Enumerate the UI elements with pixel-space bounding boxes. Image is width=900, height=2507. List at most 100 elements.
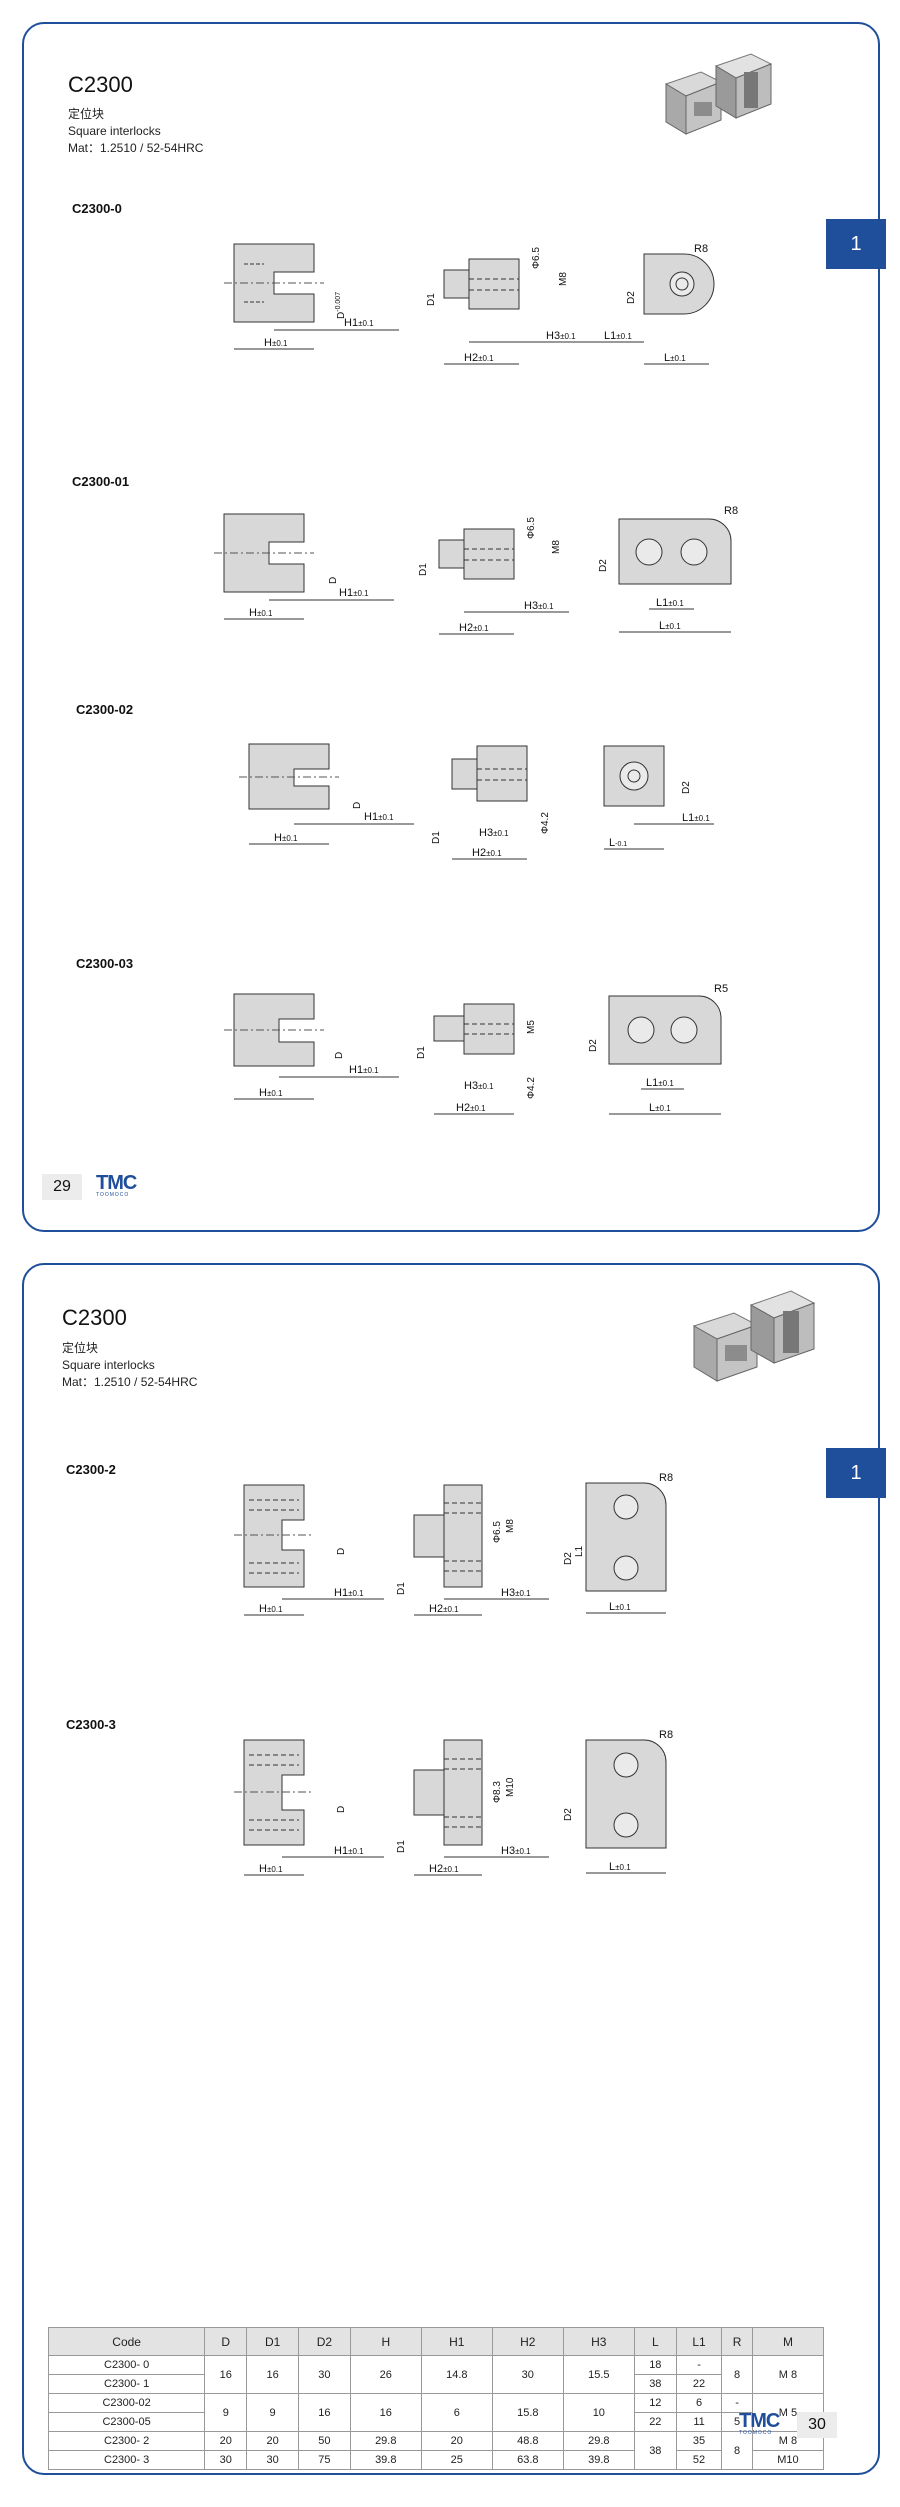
- model-label-c2300-2: C2300-2: [66, 1462, 116, 1477]
- cell-l1: 35: [675, 2431, 723, 2451]
- col-l1: L1: [675, 2327, 723, 2356]
- material-spec: Mat：1.2510 / 52-54HRC: [62, 1375, 198, 1389]
- col-l: L: [633, 2327, 677, 2356]
- dim-H1-label: H1±0.1: [334, 1587, 364, 1599]
- col-h1: H1: [420, 2327, 493, 2356]
- catalog-page-29: C2300 定位块 Square interlocks Mat：1.2510 /…: [22, 22, 886, 1232]
- interlock-female-part: [749, 1290, 816, 1364]
- cell-l1: 11: [675, 2412, 723, 2432]
- dim-D2-label: D2: [588, 1039, 599, 1052]
- drawing-c2300-3: H±0.1 H1±0.1 D H2±0.1 H3±0.1 Φ8.3 M10 D1…: [234, 1729, 673, 1876]
- cell-d1: 9: [246, 2393, 299, 2432]
- dim-L1-label: L1: [574, 1545, 585, 1557]
- cell-h: 16: [349, 2393, 422, 2432]
- dim-thread-label: M10: [505, 1777, 516, 1797]
- material-spec: Mat：1.2510 / 52-54HRC: [68, 141, 204, 155]
- top-view: L1±0.1 L-0.1 D2: [603, 745, 714, 850]
- col-h3: H3: [562, 2327, 635, 2356]
- side-view: H2±0.1 H3±0.1 Φ8.3 M10 D1: [396, 1739, 549, 1876]
- cell-d2: 50: [298, 2431, 351, 2451]
- cell-l1: 22: [675, 2374, 723, 2394]
- cell-r: 8: [721, 2355, 753, 2394]
- front-view: H±0.1 H1±0.1 D: [214, 513, 394, 620]
- cell-h: 29.8: [349, 2431, 422, 2451]
- table-row: C2300-05 22 11 5: [47, 2412, 824, 2432]
- dim-H3-label: H3±0.1: [501, 1587, 531, 1599]
- col-d1: D1: [246, 2327, 299, 2356]
- page-number: 30: [797, 2412, 837, 2438]
- dim-H3-label: H3±0.1: [501, 1845, 531, 1857]
- cell-h3: 39.8: [562, 2450, 635, 2470]
- chinese-name: 定位块: [68, 107, 105, 121]
- dim-D1-label: D1: [426, 293, 437, 306]
- cell-h2: 15.8: [491, 2393, 564, 2432]
- spec-table: Code D D1 D2 H H1 H2 H3 L L1 R M C2300- …: [47, 2327, 825, 2470]
- cell-d2: 16: [298, 2393, 351, 2432]
- chinese-name: 定位块: [62, 1341, 99, 1355]
- dim-D2-label: D2: [598, 559, 609, 572]
- dim-H1-label: H1±0.1: [334, 1845, 364, 1857]
- table-row: C2300- 0 16 16 30 26 14.8 30 15.5 18 - 8…: [47, 2355, 825, 2394]
- side-view: H2±0.1 H3±0.1 Φ6.5 M8 D1: [426, 247, 614, 365]
- side-view: H2±0.1 H3±0.1 M5 Φ4.2 D1: [416, 1003, 537, 1115]
- cell-l: 18: [633, 2355, 677, 2375]
- dim-L1-label: L1±0.1: [604, 330, 632, 342]
- radius-label: R8: [659, 1729, 673, 1741]
- table-row: C2300- 3 30 30 75 39.8 25 63.8 39.8 52 M…: [47, 2450, 825, 2470]
- dim-L-label: L±0.1: [609, 1861, 631, 1873]
- cell-l1: 6: [675, 2393, 723, 2413]
- dim-D1-label: D1: [431, 831, 442, 844]
- dim-phi-label: Φ6.5: [531, 247, 542, 269]
- drawing-c2300-03: H±0.1 H1±0.1 D H2±0.1 H3±0.1 M5 Φ4.2 D1 …: [224, 983, 728, 1115]
- cell-h3: 15.5: [562, 2355, 635, 2394]
- cell-r: 8: [721, 2431, 753, 2470]
- dim-D-label: D: [334, 1052, 345, 1059]
- dim-D2-label: D2: [563, 1552, 574, 1565]
- interlock-male-part: [692, 1312, 759, 1382]
- front-view: H±0.1 H1±0.1 D: [239, 743, 414, 845]
- table-header-row: Code D D1 D2 H H1 H2 H3 L L1 R M: [47, 2327, 825, 2356]
- cell-l: 12: [633, 2393, 677, 2413]
- section-tab: 1: [826, 219, 886, 269]
- cell-code: C2300- 3: [47, 2450, 206, 2470]
- english-name: Square interlocks: [68, 124, 161, 138]
- cell-d1: 30: [246, 2450, 299, 2470]
- cell-l: 38: [633, 2431, 677, 2470]
- cell-h2: 63.8: [491, 2450, 564, 2470]
- drawing-c2300-01: H±0.1 H1±0.1 D H2±0.1 H3±0.1 Φ6.5 M8 D1 …: [214, 505, 738, 635]
- dim-H-label: H±0.1: [249, 607, 273, 619]
- dim-H2-label: H2±0.1: [472, 847, 502, 859]
- cell-code: C2300- 2: [47, 2431, 206, 2451]
- dim-H1-label: H1±0.1: [339, 587, 369, 599]
- dim-phi-label: Φ4.2: [526, 1077, 537, 1099]
- cell-d: 9: [204, 2393, 248, 2432]
- dim-D2-label: D2: [563, 1808, 574, 1821]
- dim-H2-label: H2±0.1: [464, 352, 494, 364]
- radius-label: R8: [659, 1472, 673, 1484]
- dim-thread-label: M8: [551, 540, 562, 554]
- page-number: 29: [42, 1174, 82, 1200]
- product-photo: [664, 53, 773, 135]
- dim-H-label: H±0.1: [259, 1087, 283, 1099]
- side-view: H2±0.1 H3±0.1 Φ6.5 M8 D1: [418, 517, 569, 635]
- dim-thread-label: M5: [526, 1020, 537, 1034]
- cell-d: 16: [204, 2355, 248, 2394]
- dim-L-label: L±0.1: [609, 1601, 631, 1613]
- cell-h: 39.8: [349, 2450, 422, 2470]
- dim-L-label: L±0.1: [664, 352, 686, 364]
- product-title: C2300: [68, 72, 133, 97]
- dim-L1-label: L1±0.1: [682, 812, 710, 824]
- interlock-male-part: [664, 71, 723, 135]
- cell-h1: 25: [420, 2450, 493, 2470]
- col-h: H: [349, 2327, 422, 2356]
- dim-H3-label: H3±0.1: [524, 600, 554, 612]
- catalog-page-30: C2300 定位块 Square interlocks Mat：1.2510 /…: [22, 1263, 886, 2475]
- cell-m: M10: [751, 2450, 825, 2470]
- dim-H2-label: H2±0.1: [459, 622, 489, 634]
- top-view: R8 L1±0.1 L±0.1 D2: [598, 505, 738, 633]
- dim-H2-label: H2±0.1: [429, 1863, 459, 1875]
- dim-D-label: D: [328, 577, 339, 584]
- cell-h2: 30: [491, 2355, 564, 2394]
- dim-H2-label: H2±0.1: [456, 1102, 486, 1114]
- cell-h1: 14.8: [420, 2355, 493, 2394]
